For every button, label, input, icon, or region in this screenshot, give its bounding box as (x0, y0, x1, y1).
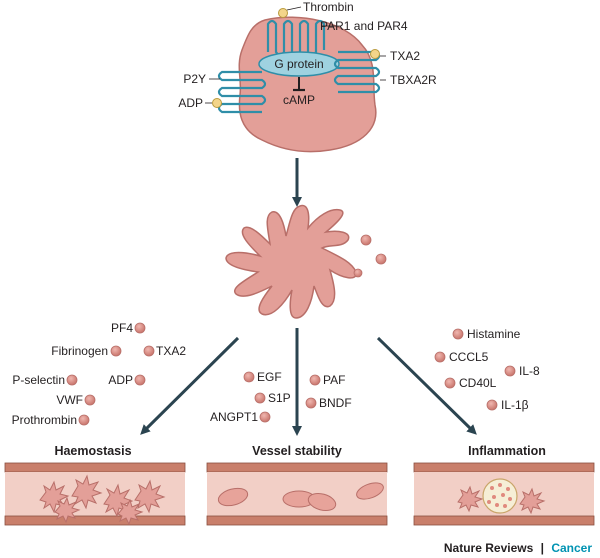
released-granule (360, 234, 372, 246)
factor-label: CCCL5 (449, 350, 489, 364)
factor-dot (134, 322, 146, 334)
journal-name: Nature Reviews (444, 541, 534, 555)
vessel-haemostasis (4, 462, 186, 526)
factor-label: BNDF (319, 396, 352, 410)
factor-label: IL-1β (501, 398, 529, 412)
p2y-label: P2Y (183, 72, 206, 86)
g-protein (258, 51, 340, 77)
platelet-cluster (457, 485, 546, 515)
factor-dot (243, 371, 255, 383)
factor-dot (84, 394, 96, 406)
inflammation-factors: Histamine CCCL5 IL-8 CD40L IL-1β (434, 327, 540, 412)
red-blood-cell (307, 492, 337, 512)
camp-label: cAMP (283, 93, 315, 107)
factor-dot (78, 414, 90, 426)
factor-dot (305, 397, 317, 409)
factor-label: PAF (323, 373, 345, 387)
factor-dot (504, 365, 516, 377)
thrombin-ligand (278, 8, 288, 18)
outcome-title-vessel-stability: Vessel stability (252, 444, 342, 458)
thrombin-leader (286, 6, 302, 11)
factor-label: S1P (268, 391, 291, 405)
arrow-to-inflammation (376, 336, 477, 435)
haemostasis-factors: PF4 Fibrinogen TXA2 P-selectin ADP VWF P… (12, 321, 187, 427)
thrombin-label: Thrombin (303, 0, 354, 14)
adp-label: ADP (178, 96, 203, 110)
g-protein-label: G protein (274, 57, 323, 71)
red-blood-cell (356, 482, 384, 500)
adp-ligand (212, 98, 222, 108)
vessel-stability (206, 462, 388, 526)
vessel-wall-bottom (413, 515, 595, 526)
factor-dot (66, 374, 78, 386)
arrow-to-haemostasis (140, 336, 240, 435)
factor-dot (444, 377, 456, 389)
outcome-title-haemostasis: Haemostasis (54, 444, 131, 458)
vessel-wall-bottom (4, 515, 186, 526)
factor-dot (134, 374, 146, 386)
factor-dot (110, 345, 122, 357)
factor-label: VWF (56, 393, 83, 407)
leukocyte-granules (487, 483, 512, 508)
txa2-ligand (370, 49, 380, 59)
journal-credit: Nature Reviews | Cancer (444, 541, 592, 555)
journal-section: Cancer (551, 541, 592, 555)
factor-label: Prothrombin (12, 413, 77, 427)
factor-label: Fibrinogen (51, 344, 108, 358)
factor-dot (486, 399, 498, 411)
vessel-stability-factors: EGF PAF S1P BNDF ANGPT1 (210, 370, 352, 424)
resting-platelet: G protein cAMP Thrombin PAR1 and PAR4 TX… (178, 0, 437, 153)
tbxa2r-receptor (333, 50, 381, 94)
tbxa2r-label: TBXA2R (390, 73, 437, 87)
factor-label: TXA2 (156, 344, 186, 358)
factor-dot (259, 411, 271, 423)
factor-dot (452, 328, 464, 340)
factor-dot (254, 392, 266, 404)
factor-label: Histamine (467, 327, 521, 341)
vessel-wall-top (206, 462, 388, 473)
released-granule (353, 268, 363, 278)
par-label: PAR1 and PAR4 (320, 19, 408, 33)
factor-label: PF4 (111, 321, 133, 335)
outcome-title-inflammation: Inflammation (468, 444, 546, 458)
released-granule (375, 253, 387, 265)
activated-platelet (225, 204, 387, 319)
factor-label: ANGPT1 (210, 410, 258, 424)
txa2-label: TXA2 (390, 49, 420, 63)
vessel-wall-bottom (206, 515, 388, 526)
factor-dot (143, 345, 155, 357)
vessel-wall-top (413, 462, 595, 473)
factor-label: IL-8 (519, 364, 540, 378)
factor-dot (309, 374, 321, 386)
factor-label: CD40L (459, 376, 497, 390)
factor-label: ADP (108, 373, 133, 387)
red-blood-cell (217, 487, 249, 507)
factor-label: EGF (257, 370, 282, 384)
activated-platelet-body (225, 204, 357, 319)
factor-dot (434, 351, 446, 363)
platelet-aggregate (39, 474, 166, 526)
vessel-inflammation (413, 462, 595, 526)
vessel-wall-top (4, 462, 186, 473)
factor-label: P-selectin (12, 373, 65, 387)
credit-separator: | (541, 541, 544, 555)
